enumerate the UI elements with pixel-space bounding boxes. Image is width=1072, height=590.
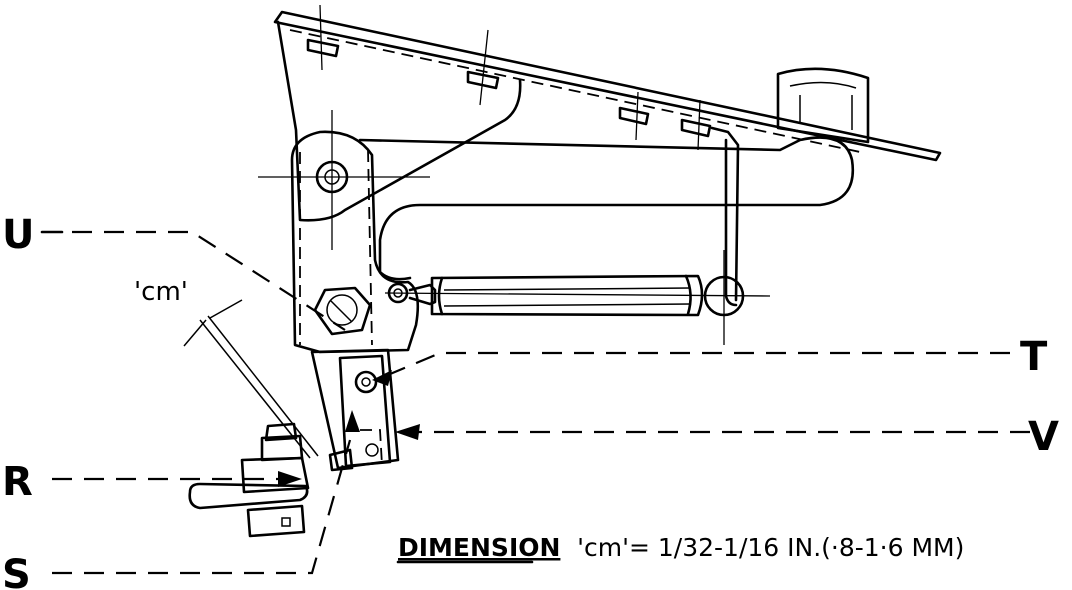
label-s: S (2, 552, 31, 590)
label-r: R (2, 459, 33, 505)
pedal-pad (273, 4, 942, 162)
connecting-rod (710, 126, 740, 307)
label-v: V (1028, 414, 1059, 460)
cm-dimension-lines (183, 299, 319, 459)
svg-text:DIMENSION 'cm'= 1/32-1/1: DIMENSION 'cm'= 1/32-1/16 IN.(·8-1·6 MM) (398, 533, 964, 562)
return-spring (384, 250, 771, 345)
pedal-arm (258, 110, 430, 354)
stop-block (776, 67, 870, 144)
stop-switch (188, 422, 310, 538)
leader-lines (40, 230, 1030, 575)
caption-expression: 'cm'= 1/32-1/16 IN.(·8-1·6 MM) (577, 533, 964, 562)
upper-bracket (276, 20, 855, 281)
stop-bracket (310, 348, 400, 472)
caption-prefix: DIMENSION (398, 533, 560, 562)
label-u: U (2, 212, 34, 258)
label-t: T (1020, 334, 1048, 380)
cm-label: 'cm' (134, 277, 188, 307)
dimension-caption: DIMENSION 'cm'= 1/32-1/16 IN.(·8-1·6 MM) (396, 533, 964, 564)
